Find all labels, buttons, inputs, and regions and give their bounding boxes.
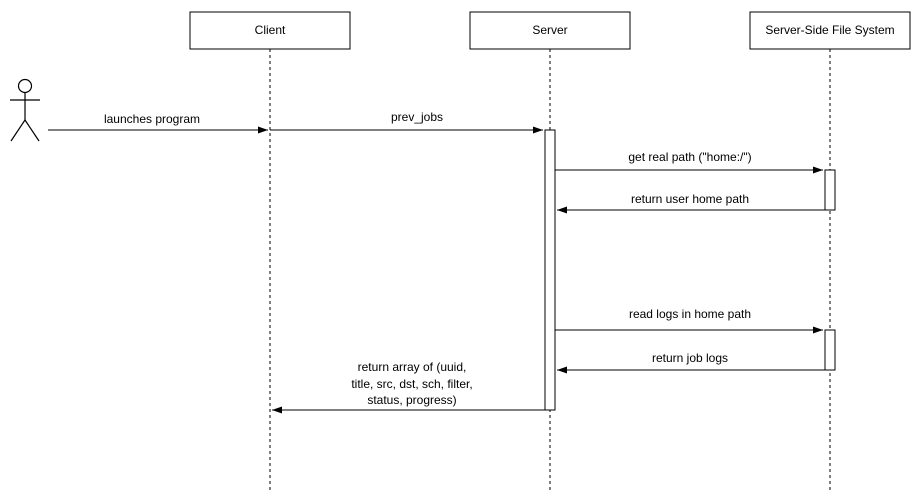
message-return-job-logs: return job logs [557,351,825,374]
participant-filesystem: Server-Side File System [749,11,911,50]
message-get-real-path: get real path ("home:/") [555,150,823,174]
message-label: prev_jobs [391,110,443,124]
message-label: return user home path [631,192,749,206]
server-box [469,11,631,50]
client-label: Client [255,23,286,37]
filesystem-activation-bar-2 [824,329,836,371]
message-label: read logs in home path [629,307,751,321]
message-label-line-2: title, src, dst, sch, filter, [351,377,472,391]
participant-client: Client [189,11,351,50]
message-prev-jobs: prev_jobs [270,110,543,134]
message-label: get real path ("home:/") [628,150,751,164]
filesystem-label: Server-Side File System [765,23,894,37]
message-return-user-home-path: return user home path [557,192,825,214]
server-label: Server [532,23,567,37]
message-label: return job logs [652,351,728,365]
message-return-array: return array of (uuid, title, src, dst, … [272,360,545,414]
participant-server: Server [469,11,631,50]
message-launches-program: launches program [48,112,268,134]
message-read-logs: read logs in home path [555,307,823,334]
message-label-line-1: return array of (uuid, [358,360,467,374]
message-label: launches program [104,112,200,126]
user-actor-icon [10,78,40,142]
filesystem-activation-bar-1 [824,169,836,211]
filesystem-box [749,11,911,50]
message-label-line-3: status, progress) [367,393,456,407]
server-activation-bar [544,129,556,411]
client-box [189,11,351,50]
